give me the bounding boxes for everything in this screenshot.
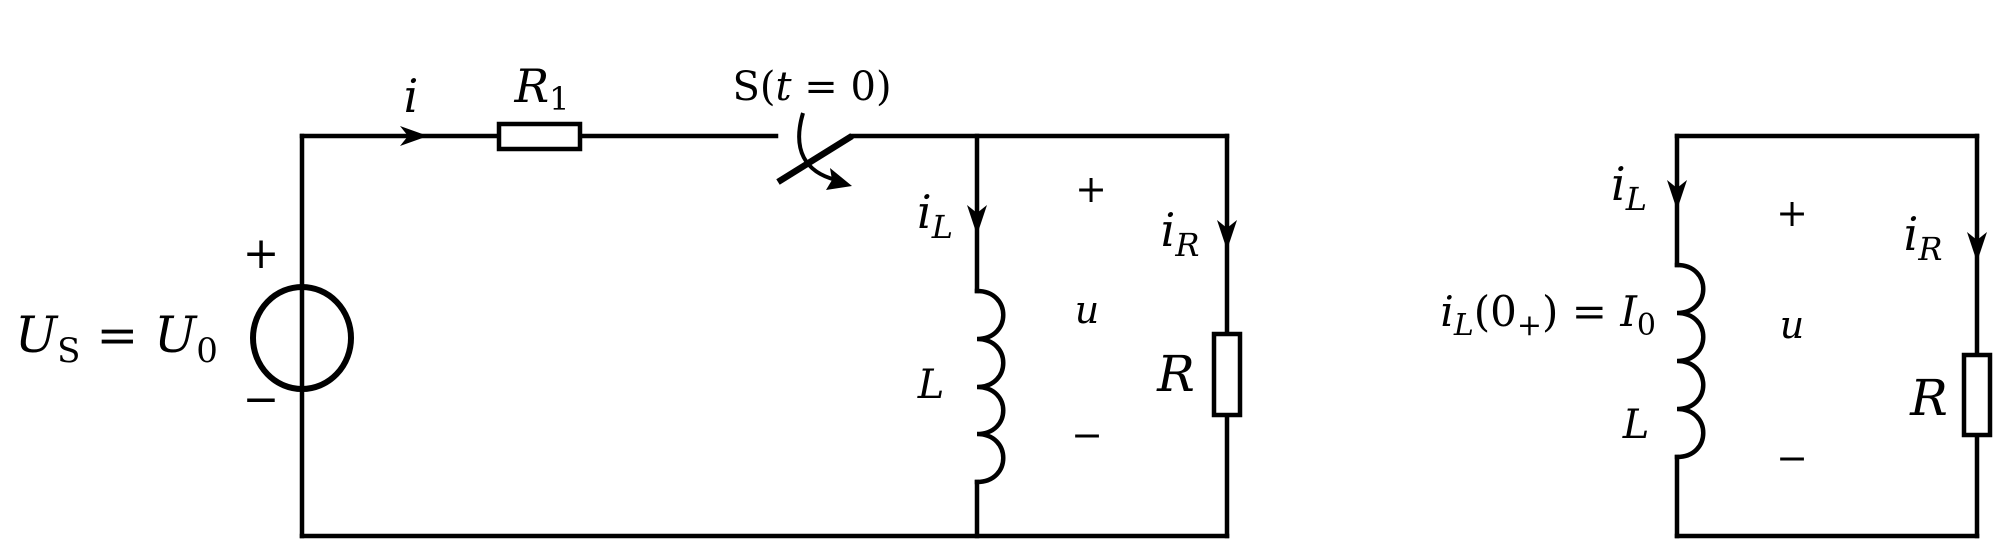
r1-label: R1 xyxy=(514,59,570,118)
voltage-minus: − xyxy=(1071,413,1103,457)
switch-label: S(t = 0) xyxy=(732,64,891,110)
voltage-u-label-2: u xyxy=(1780,303,1804,347)
inductor-l-2 xyxy=(1674,262,1706,460)
circuit-before-switching: US = U0 + − i R1 S(t = 0) iL L + u − iR … xyxy=(15,59,1243,539)
resistor-r-label: R xyxy=(1156,345,1195,403)
voltage-minus-2: − xyxy=(1776,436,1808,480)
source-label: US = U0 xyxy=(15,306,218,371)
il-label: iL xyxy=(917,185,953,246)
current-arrow-il xyxy=(967,205,987,235)
current-arrow-i xyxy=(400,126,428,146)
inductor-l xyxy=(974,288,1006,485)
current-arrow-ir xyxy=(1217,220,1237,250)
voltage-plus-2: + xyxy=(1776,191,1808,235)
initial-condition-label: iL(0+) = I0 xyxy=(1440,287,1656,343)
current-i-label: i xyxy=(404,69,419,123)
resistor-r-2 xyxy=(1961,352,1993,438)
ir-label-2: iR xyxy=(1904,207,1943,268)
current-arrow-il-2 xyxy=(1667,180,1687,210)
switch-curved-arrow-icon xyxy=(797,112,837,182)
source-plus: + xyxy=(243,228,280,279)
inductor-label-2: L xyxy=(1622,402,1650,448)
ir-label: iR xyxy=(1161,203,1200,264)
resistor-r1 xyxy=(496,121,583,152)
voltage-plus: + xyxy=(1075,167,1107,211)
voltage-u-label: u xyxy=(1075,288,1099,332)
source-minus: − xyxy=(243,374,280,425)
resistor-r xyxy=(1211,331,1243,418)
resistor-r-label-2: R xyxy=(1909,369,1948,427)
switch-blade xyxy=(776,133,854,185)
il-label-2: iL xyxy=(1611,157,1647,218)
current-arrow-ir-2 xyxy=(1967,232,1987,262)
inductor-label: L xyxy=(917,362,945,408)
circuit-after-switching: iL iL(0+) = I0 L + u − iR R xyxy=(1440,133,1993,539)
switch-arrowhead-icon xyxy=(826,168,852,190)
